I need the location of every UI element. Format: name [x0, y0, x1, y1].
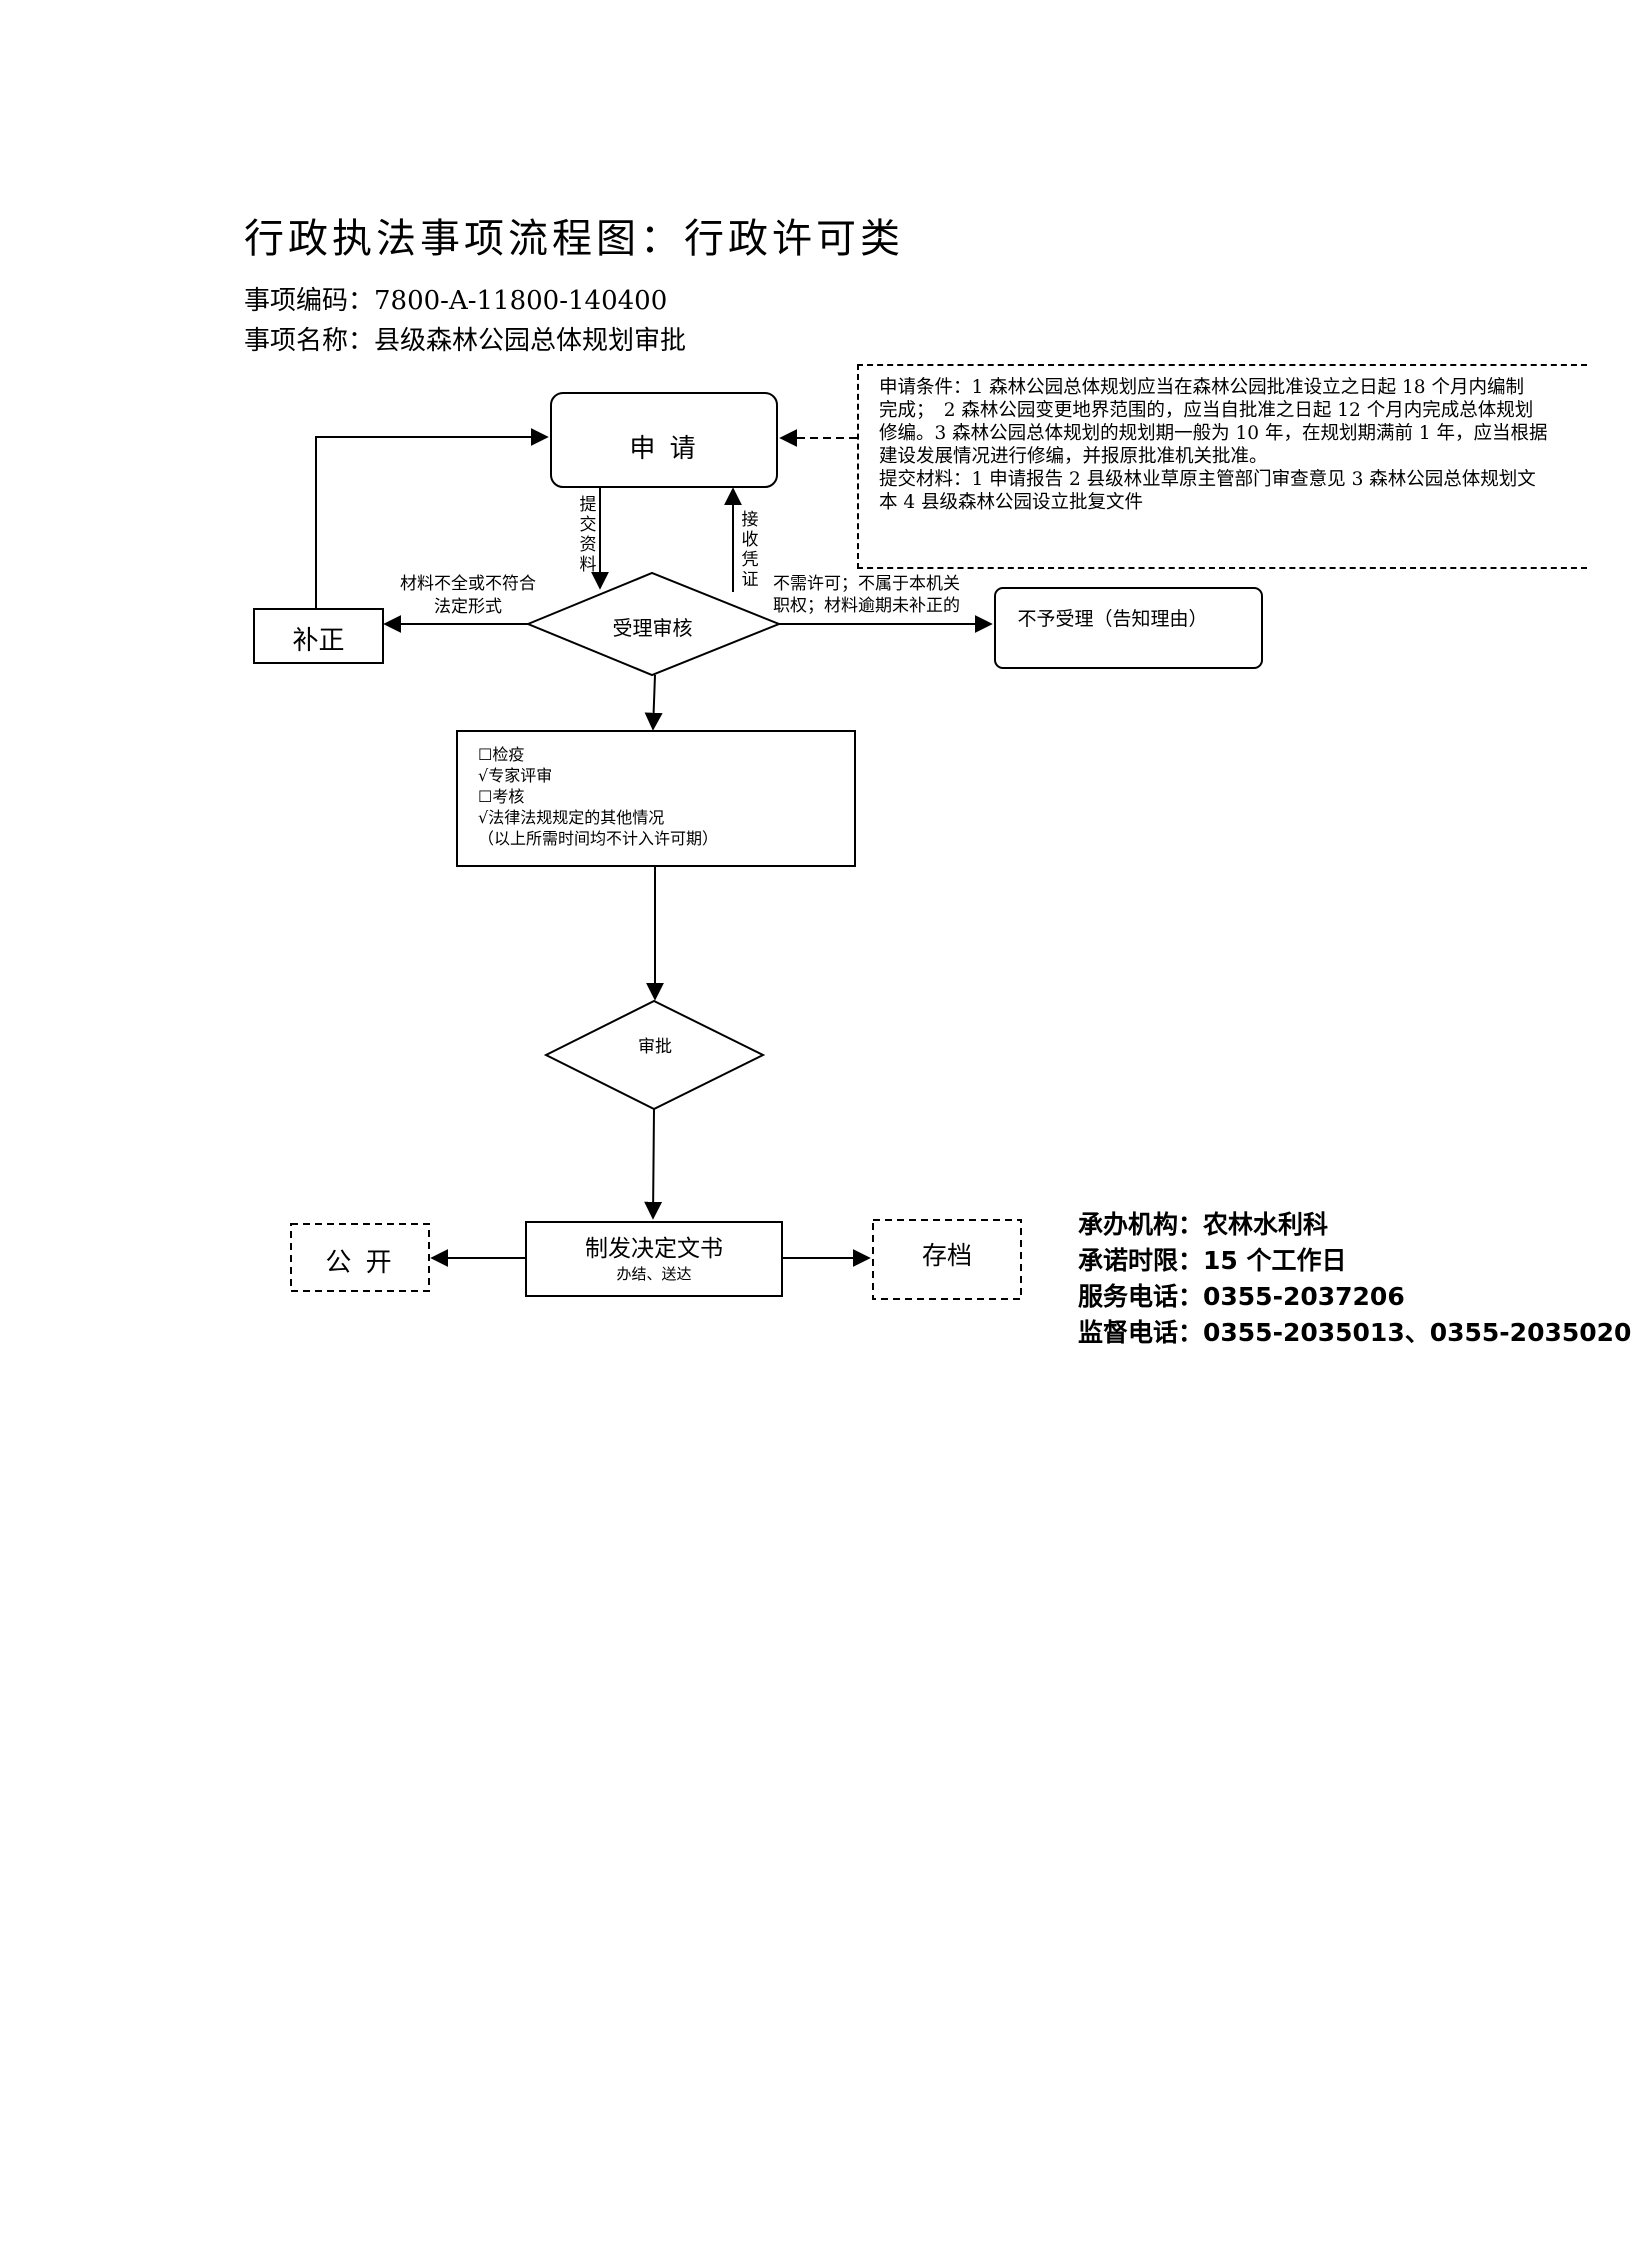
receipt-edge-label: 接收凭证 — [741, 510, 759, 590]
checkbox-icon: ☐ — [478, 787, 493, 806]
decision-sublabel: 办结、送达 — [616, 1265, 692, 1283]
checklist-item-label: 法律法规规定的其他情况 — [488, 808, 665, 827]
submit-edge-label: 提交资料 — [579, 495, 597, 575]
checklist-item: ☐考核 — [478, 786, 854, 807]
deadline-line: 承诺时限：15 个工作日 — [1078, 1246, 1347, 1275]
agency-line: 承办机构：农林水利科 — [1078, 1210, 1329, 1239]
organization-info: 承办机构：农林水利科 承诺时限：15 个工作日 服务电话：0355-203720… — [1078, 1207, 1631, 1351]
apply-node — [550, 392, 778, 488]
apply-label: 申 请 — [629, 434, 699, 464]
reject-node — [994, 587, 1263, 669]
checklist-item-label: 考核 — [492, 787, 525, 806]
checklist-footnote: （以上所需时间均不计入许可期） — [478, 829, 719, 848]
item-code: 事项编码：7800-A-11800-140400 — [244, 286, 668, 316]
checklist-item-label: 专家评审 — [488, 766, 553, 785]
note-line: 建设发展情况进行修编，并报原批准机关批准。 — [879, 446, 1268, 467]
checkbox-icon: ☐ — [478, 745, 493, 764]
page-title: 行政执法事项流程图：行政许可类 — [244, 216, 904, 262]
incomplete-edge-label-2: 法定形式 — [434, 597, 502, 617]
publicize-label: 公 开 — [325, 1248, 395, 1278]
service-phone-line: 服务电话：0355-2037206 — [1078, 1282, 1405, 1311]
incomplete-edge-label-1: 材料不全或不符合 — [400, 574, 536, 594]
reject-label: 不予受理（告知理由） — [1017, 608, 1208, 630]
requirements-note: 申请条件：1 森林公园总体规划应当在森林公园批准设立之日起 18 个月内编制 完… — [857, 364, 1587, 569]
checklist-item: √法律法规规定的其他情况 — [478, 807, 854, 828]
note-line: 提交材料：1 申请报告 2 县级林业草原主管部门审查意见 3 森林公园总体规划文 — [879, 469, 1536, 490]
correction-node — [253, 608, 384, 664]
edge-review-to-checklist — [644, 674, 663, 731]
checklist-item-label: 检疫 — [492, 745, 525, 764]
decision-node — [525, 1221, 783, 1297]
supervision-phone-line: 监督电话：0355-2035013、0355-2035020 — [1078, 1318, 1631, 1347]
checkmark-icon: √ — [478, 808, 489, 827]
archive-label: 存档 — [921, 1241, 972, 1270]
decision-label: 制发决定文书 — [585, 1236, 723, 1262]
note-line: 申请条件：1 森林公园总体规划应当在森林公园批准设立之日起 18 个月内编制 — [879, 377, 1524, 398]
correction-label: 补正 — [292, 626, 345, 656]
special-procedures-box: ☐检疫 √专家评审 ☐考核 √法律法规规定的其他情况 （以上所需时间均不计入许可… — [456, 730, 856, 867]
flowchart — [253, 392, 1263, 1300]
reject-edge-label-2: 职权；材料逾期未补正的 — [773, 596, 960, 616]
checklist-item: ☐检疫 — [478, 744, 854, 765]
reject-edge-label-1: 不需许可；不属于本机关 — [773, 574, 960, 594]
edge-approve-to-decision — [644, 1108, 663, 1220]
approve-node — [543, 999, 766, 1111]
note-line: 完成； 2 森林公园变更地界范围的，应当自批准之日起 12 个月内完成总体规划 — [879, 400, 1534, 421]
note-line: 本 4 县级森林公园设立批复文件 — [879, 492, 1144, 513]
edge-correction-to-apply — [315, 428, 549, 609]
review-label: 受理审核 — [612, 616, 693, 640]
archive-node — [872, 1219, 1022, 1300]
item-name: 事项名称：县级森林公园总体规划审批 — [244, 326, 687, 356]
approve-label: 审批 — [638, 1037, 672, 1057]
checkmark-icon: √ — [478, 766, 489, 785]
checklist-item: √专家评审 — [478, 765, 854, 786]
note-line: 修编。3 森林公园总体规划的规划期一般为 10 年，在规划期满前 1 年，应当根… — [879, 423, 1548, 444]
publicize-node — [290, 1223, 430, 1292]
